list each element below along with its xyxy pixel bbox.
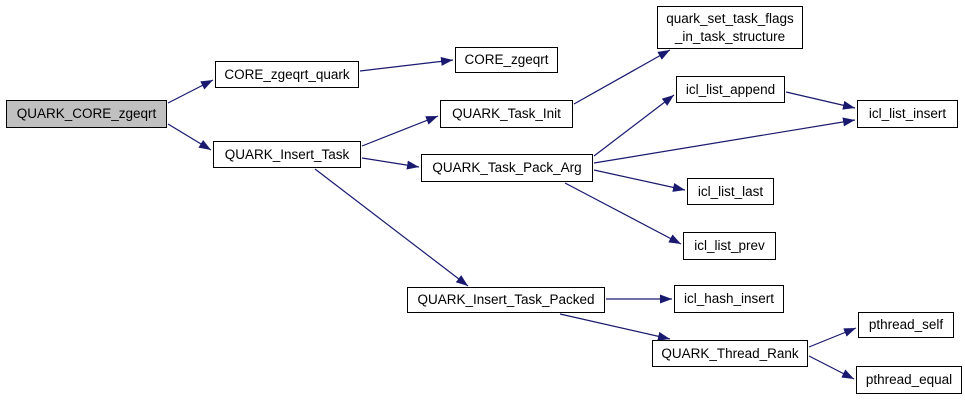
node-label: QUARK_Thread_Rank (661, 345, 799, 361)
edge-quark-core-zgeqrt-to-core-zgeqrt-quark (167, 79, 214, 104)
node-pthread-self[interactable]: pthread_self (858, 312, 954, 338)
node-label: icl_list_append (685, 81, 776, 97)
node-quark-set-task-flags-in-task-structure[interactable]: quark_set_task_flags _in_task_structure (657, 6, 803, 49)
node-label: icl_list_insert (868, 106, 947, 122)
node-quark-core-zgeqrt: QUARK_CORE_zgeqrt (6, 100, 167, 128)
node-quark-thread-rank[interactable]: QUARK_Thread_Rank (652, 340, 808, 367)
edge-quark-task-init-to-quark-set-task-flags-in-task-structure (573, 49, 671, 105)
node-label: QUARK_CORE_zgeqrt (16, 106, 157, 122)
node-label: _in_task_structure (674, 28, 786, 44)
node-label: QUARK_Insert_Task (224, 146, 350, 162)
edge-quark-insert-task-to-quark-task-pack-arg (361, 157, 420, 170)
node-quark-insert-task[interactable]: QUARK_Insert_Task (213, 141, 361, 168)
node-label: quark_set_task_flags (666, 10, 794, 26)
node-label: icl_list_last (697, 183, 764, 199)
edge-quark-task-pack-arg-to-icl-list-last (593, 169, 686, 192)
edge-quark-task-pack-arg-to-icl-list-append (593, 94, 675, 157)
node-label: CORE_zgeqrt_quark (224, 66, 350, 82)
node-label: QUARK_Task_Pack_Arg (432, 160, 582, 176)
edge-core-zgeqrt-quark-to-core-zgeqrt (359, 56, 454, 72)
node-label: QUARK_Task_Init (452, 106, 561, 122)
node-label: CORE_zgeqrt (464, 52, 549, 68)
node-icl-list-last[interactable]: icl_list_last (687, 178, 774, 205)
node-quark-insert-task-packed[interactable]: QUARK_Insert_Task_Packed (407, 287, 605, 313)
edge-quark-insert-task-to-quark-task-init (361, 115, 439, 147)
node-icl-list-insert[interactable]: icl_list_insert (857, 100, 958, 128)
node-core-zgeqrt-quark[interactable]: CORE_zgeqrt_quark (215, 61, 359, 88)
node-label: pthread_self (868, 317, 944, 333)
edge-icl-list-append-to-icl-list-insert (785, 91, 856, 110)
node-label: icl_hash_insert (683, 291, 775, 307)
node-label: icl_list_prev (694, 238, 765, 254)
edge-quark-insert-task-packed-to-quark-thread-rank (559, 313, 671, 341)
node-icl-list-prev[interactable]: icl_list_prev (683, 232, 776, 260)
node-quark-task-pack-arg[interactable]: QUARK_Task_Pack_Arg (421, 154, 593, 182)
node-quark-task-init[interactable]: QUARK_Task_Init (440, 100, 573, 128)
edge-quark-core-zgeqrt-to-quark-insert-task (167, 123, 212, 151)
edge-quark-thread-rank-to-pthread-self (808, 327, 857, 348)
node-icl-hash-insert[interactable]: icl_hash_insert (674, 285, 784, 313)
node-icl-list-append[interactable]: icl_list_append (676, 76, 785, 103)
edge-quark-insert-task-to-quark-insert-task-packed (314, 168, 469, 287)
edge-quark-task-pack-arg-to-icl-list-prev (564, 182, 682, 245)
node-label: QUARK_Insert_Task_Packed (417, 292, 595, 308)
node-pthread-equal[interactable]: pthread_equal (856, 366, 962, 394)
node-label: pthread_equal (865, 372, 953, 388)
edge-quark-thread-rank-to-pthread-equal (808, 355, 855, 380)
node-core-zgeqrt[interactable]: CORE_zgeqrt (455, 47, 558, 73)
edge-quark-task-pack-arg-to-icl-list-insert (593, 117, 856, 164)
